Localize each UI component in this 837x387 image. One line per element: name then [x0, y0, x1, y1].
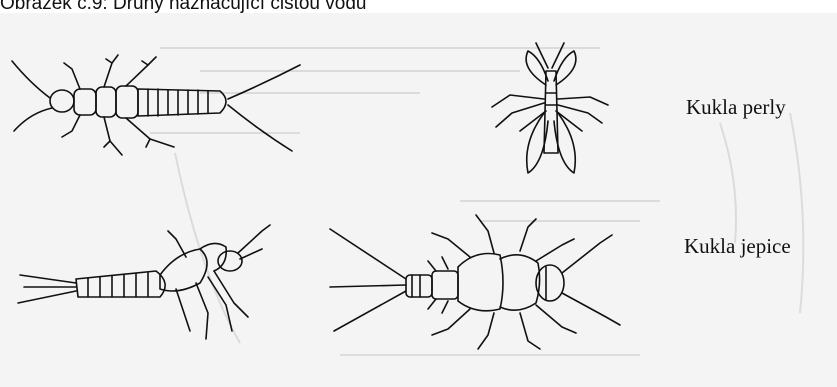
- label-mayfly-larva: Kukla jepice: [684, 234, 791, 259]
- scan-background: [0, 13, 837, 387]
- label-stonefly-larva: Kukla perly: [686, 95, 786, 120]
- scanned-figure: [0, 13, 837, 387]
- insect-illustration: [0, 13, 837, 387]
